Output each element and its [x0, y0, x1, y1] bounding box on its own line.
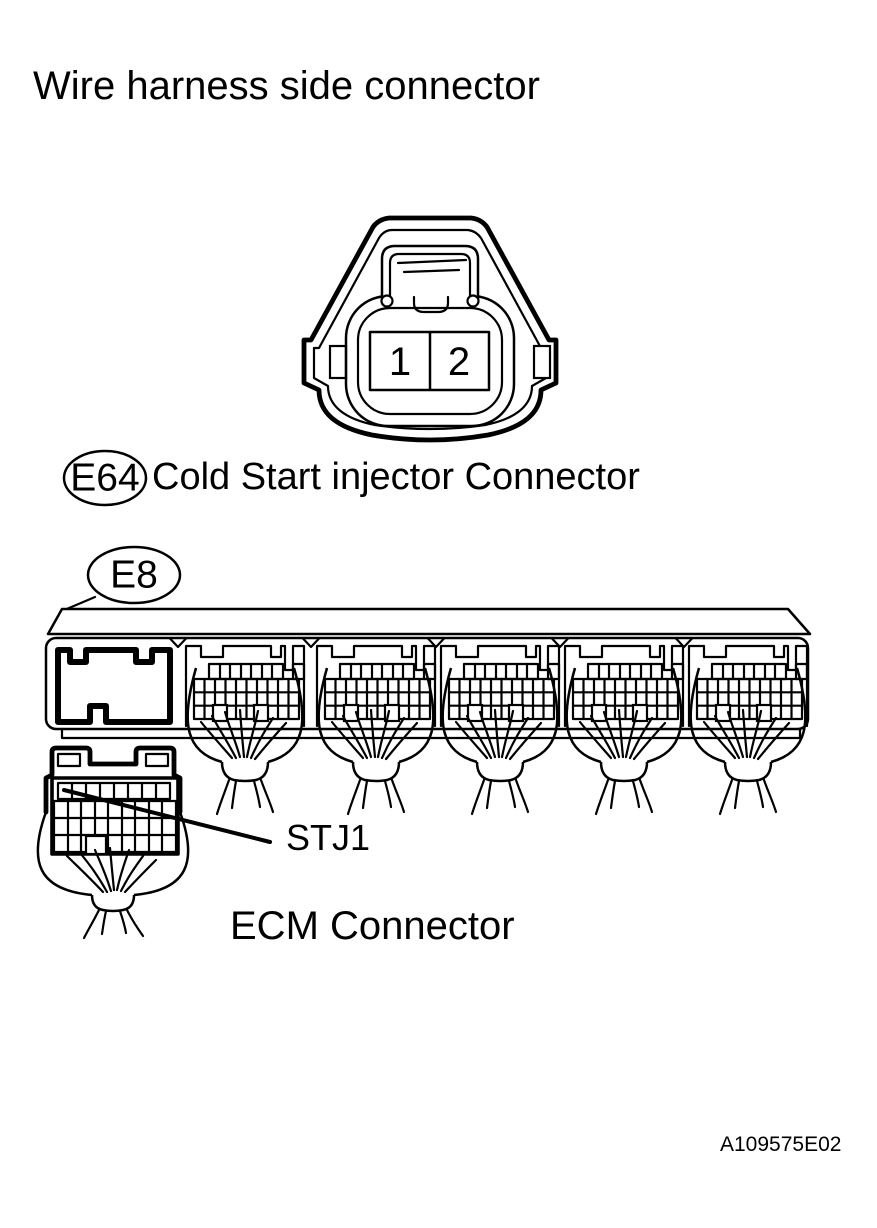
latch-hook-left [380, 294, 394, 308]
left-ear-slot [328, 344, 348, 380]
cold-start-connector-diagram [301, 215, 559, 443]
figure-title: Wire harness side connector [33, 64, 540, 108]
cold-start-connector-name: Cold Start injector Connector [152, 456, 640, 498]
ecm-ref-badge: E8 [110, 553, 158, 597]
connector-shell-inner-line [312, 228, 548, 431]
ecm-bottom-lip [60, 727, 802, 740]
latch-grip-lines [396, 258, 468, 274]
ecm-terminal-label: STJ1 [286, 817, 371, 858]
stj1-pointer-line [62, 788, 272, 844]
figure-code: A109575E02 [720, 1133, 842, 1156]
mouth-center-tab [412, 295, 450, 314]
e8-badge-ellipse [86, 545, 182, 605]
mouth-inner [356, 306, 504, 416]
latch-hook-right [466, 294, 480, 308]
right-ear-slot [532, 344, 552, 380]
e64-badge-ellipse [62, 449, 148, 507]
cold-start-pin-1-label: 1 [388, 340, 412, 384]
latch-outline [380, 244, 480, 302]
cold-start-pin-2-label: 2 [447, 340, 471, 384]
latch-inner-line [388, 252, 472, 305]
ecm-top-face [46, 607, 812, 636]
ecm-empty-socket [55, 647, 173, 725]
connector-shell-outline [301, 215, 559, 443]
ecm-connector-name: ECM Connector [230, 904, 515, 948]
cold-start-ref-badge: E64 [70, 456, 140, 500]
ecm-lower-connector [36, 745, 190, 940]
ecm-connector-diagram [36, 545, 812, 940]
